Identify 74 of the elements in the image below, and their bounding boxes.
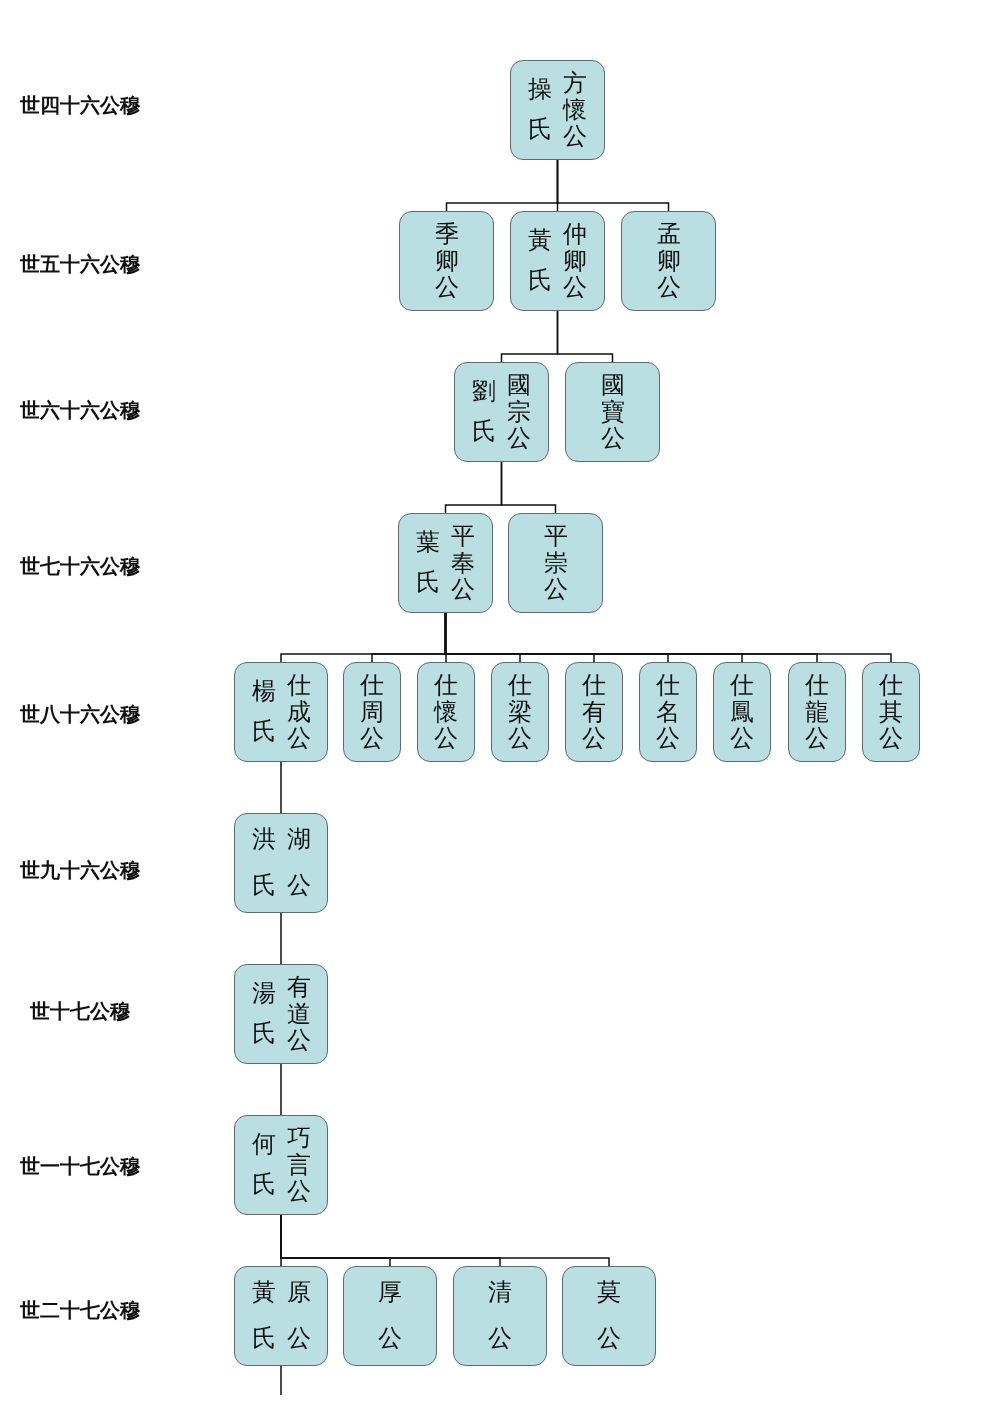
person-name: 仕其公 [879,672,903,752]
person-name: 仕成公 [286,672,311,752]
person-box [234,1266,328,1366]
generation-label: 世四十六公穆 [19,91,141,119]
generation-label: 世八十六公穆 [19,700,141,728]
person-name: 仕周公 [360,672,384,752]
person-box [399,211,494,311]
person-name: 原公 [286,1277,311,1354]
connector-line [280,1365,282,1396]
person-name: 仕梁公 [508,672,532,752]
connector-line [556,159,670,212]
spouse-name: 葉氏 [416,527,440,598]
person-name: 季卿公 [434,221,459,301]
person-box [788,662,846,762]
person-name: 厚公 [378,1277,402,1354]
generation-label: 世七十六公穆 [19,552,141,580]
person-box [862,662,920,762]
spouse-name: 楊氏 [251,676,276,747]
person-box [234,964,328,1064]
person-box [234,813,328,913]
connector-line [444,612,892,663]
person-box [510,60,605,160]
person-name: 孟卿公 [656,221,681,301]
person-box [343,662,401,762]
person-box [565,662,623,762]
generation-label: 世五十六公穆 [19,250,141,278]
person-name: 清公 [488,1277,512,1354]
person-name: 仕名公 [656,672,680,752]
person-box [565,362,660,462]
person-box [510,211,605,311]
person-name: 平奉公 [451,523,475,603]
person-box [417,662,475,762]
generation-label: 世六十六公穆 [19,396,141,424]
generation-label: 世二十七公穆 [19,1296,141,1324]
person-box [562,1266,656,1366]
generation-label: 世一十七公穆 [19,1152,141,1180]
connector-line [556,310,614,363]
spouse-name: 黃氏 [528,225,552,296]
person-box [343,1266,437,1366]
connector-line [280,1063,282,1116]
person-box [491,662,549,762]
person-box [453,1266,547,1366]
person-name: 巧言公 [286,1125,311,1205]
spouse-name: 黃氏 [251,1277,276,1354]
spouse-name: 湯氏 [251,978,276,1049]
person-box [639,662,697,762]
generation-label: 世九十六公穆 [19,856,141,884]
connector-line [280,912,282,965]
spouse-name: 操氏 [528,74,552,145]
generation-label: 世十七公穆 [29,997,131,1025]
person-name: 莫公 [597,1277,621,1354]
spouse-name: 何氏 [251,1129,276,1200]
person-name: 仕鳳公 [730,672,754,752]
person-name: 湖公 [286,824,311,901]
person-box [454,362,549,462]
person-box [713,662,771,762]
spouse-name: 劉氏 [472,376,496,447]
person-name: 仕有公 [582,672,606,752]
connector-line [500,461,557,514]
person-name: 方懷公 [563,70,587,150]
person-name: 有道公 [286,974,311,1054]
person-name: 仕懷公 [434,672,458,752]
spouse-name: 洪氏 [251,824,276,901]
person-name: 仕龍公 [805,672,829,752]
person-name: 國宗公 [507,372,531,452]
person-box [234,1115,328,1215]
person-box [234,662,328,762]
person-name: 國寶公 [600,372,625,452]
person-box [621,211,716,311]
person-name: 平崇公 [543,523,568,603]
person-box [398,513,493,613]
person-name: 仲卿公 [563,221,587,301]
person-box [508,513,603,613]
connector-line [280,761,282,814]
